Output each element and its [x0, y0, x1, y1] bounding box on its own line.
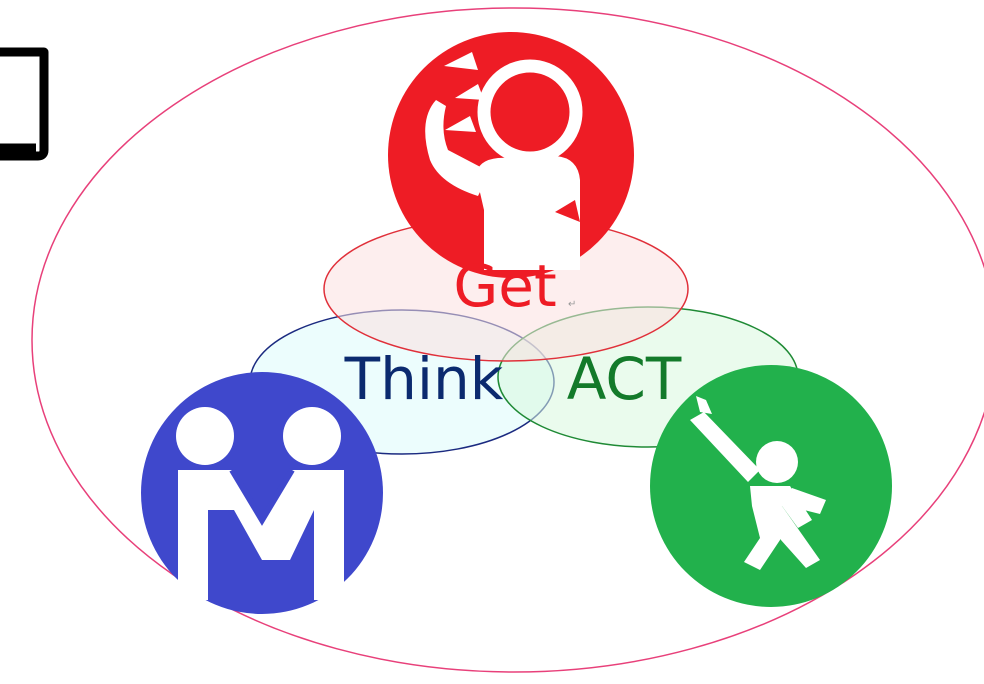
get-person-icon	[388, 32, 634, 278]
think-handshake-icon	[141, 372, 383, 614]
get-label: Get	[453, 252, 556, 320]
cropped-glyph-fragment	[0, 47, 49, 161]
outer-ellipse	[31, 7, 984, 673]
act-label: ACT	[567, 345, 682, 413]
edit-mark: ↵	[568, 299, 576, 310]
act-pointing-person-icon	[650, 365, 892, 607]
think-label: Think	[344, 345, 504, 413]
